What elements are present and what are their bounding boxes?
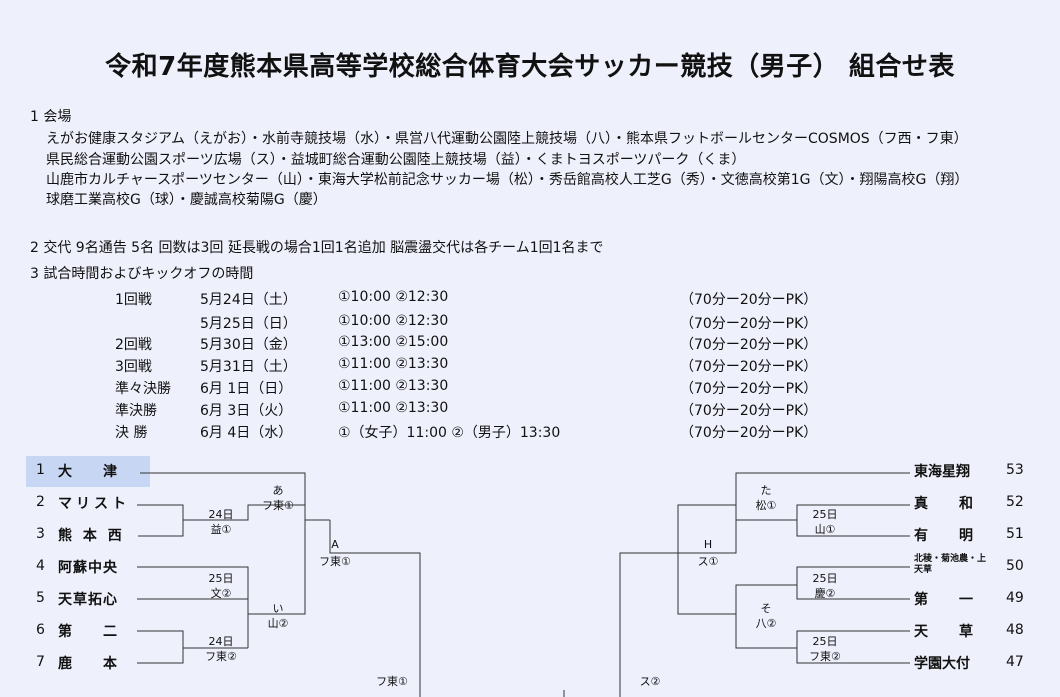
page-title: 令和7年度熊本県高等学校総合体育大会サッカー競技（男子） 組合せ表 bbox=[105, 52, 955, 82]
team-name: 天草拓心 bbox=[58, 592, 118, 608]
team-number: 53 bbox=[1006, 462, 1024, 478]
venue-line-4: 球磨工業高校G（球）・慶誠高校菊陽G（慶） bbox=[46, 192, 327, 208]
match-venue: フ東② bbox=[205, 650, 237, 663]
match-label: い bbox=[272, 602, 284, 615]
schedule-times: ①（女子）11:00 ②（男子）13:30 bbox=[338, 425, 561, 441]
schedule-date: 6月 4日（水） bbox=[200, 425, 293, 441]
venue-line-3: 山鹿市カルチャースポーツセンター（山）・東海大学松前記念サッカー場（松）・秀岳館… bbox=[46, 172, 969, 188]
match-venue: 八② bbox=[755, 617, 777, 630]
schedule-times: ①13:00 ②15:00 bbox=[338, 334, 449, 350]
match-venue: 益① bbox=[210, 523, 232, 536]
schedule-date: 5月25日（日） bbox=[200, 316, 297, 332]
team-number: 47 bbox=[1006, 654, 1024, 670]
match-date: 24日 bbox=[208, 635, 234, 648]
match-date: 25日 bbox=[812, 508, 838, 521]
schedule-format: （70分ー20分ーPK） bbox=[680, 403, 818, 419]
team-number: 6 bbox=[36, 622, 45, 638]
schedule-format: （70分ー20分ーPK） bbox=[680, 292, 818, 308]
schedule-date: 5月31日（土） bbox=[200, 359, 297, 375]
match-venue: 山② bbox=[267, 617, 289, 630]
schedule-format: （70分ー20分ーPK） bbox=[680, 337, 818, 353]
schedule-times: ①11:00 ②13:30 bbox=[338, 356, 449, 372]
team-name: 第 二 bbox=[58, 624, 118, 640]
team-number: 52 bbox=[1006, 494, 1024, 510]
match-date: 24日 bbox=[208, 508, 234, 521]
schedule-date: 6月 3日（火） bbox=[200, 403, 293, 419]
schedule-times: ①10:00 ②12:30 bbox=[338, 289, 449, 305]
match-venue: 文② bbox=[210, 587, 232, 600]
schedule-times: ①11:00 ②13:30 bbox=[338, 378, 449, 394]
schedule-round: 準々決勝 bbox=[115, 381, 171, 397]
schedule-format: （70分ー20分ーPK） bbox=[680, 425, 818, 441]
substitution-rule: 2 交代 9名通告 5名 回数は3回 延長戦の場合1回1名追加 脳震盪交代は各チ… bbox=[30, 240, 604, 256]
venue-heading: 1 会場 bbox=[30, 109, 72, 125]
team-number: 7 bbox=[36, 654, 45, 670]
match-venue: フ東① bbox=[262, 499, 294, 512]
team-name: 学園大付 bbox=[914, 656, 970, 672]
team-number: 2 bbox=[36, 494, 45, 510]
match-venue: ス② bbox=[639, 675, 661, 688]
team-number: 5 bbox=[36, 590, 45, 606]
team-name: 阿蘇中央 bbox=[58, 560, 118, 576]
schedule-format: （70分ー20分ーPK） bbox=[680, 381, 818, 397]
team-number: 49 bbox=[1006, 590, 1024, 606]
match-date: 25日 bbox=[812, 635, 838, 648]
team-name: 熊 本 西 bbox=[58, 528, 125, 544]
team-name: 有 明 bbox=[914, 528, 974, 544]
schedule-date: 5月30日（金） bbox=[200, 337, 297, 353]
match-venue: ス① bbox=[697, 555, 719, 568]
match-venue: フ東① bbox=[376, 675, 408, 688]
team-name: 天 草 bbox=[914, 624, 974, 640]
schedule-date: 5月24日（土） bbox=[200, 292, 297, 308]
schedule-format: （70分ー20分ーPK） bbox=[680, 359, 818, 375]
match-venue: 松① bbox=[755, 499, 777, 512]
match-venue: フ東② bbox=[809, 650, 841, 663]
match-date: 25日 bbox=[812, 572, 838, 585]
schedule-round: 3回戦 bbox=[115, 359, 152, 375]
schedule-round: 1回戦 bbox=[115, 292, 152, 308]
venue-line-1: えがお健康スタジアム（えがお）・水前寺競技場（水）・県営八代運動公園陸上競技場（… bbox=[46, 131, 968, 147]
team-number: 51 bbox=[1006, 526, 1024, 542]
team-name: 大 津 bbox=[58, 464, 118, 480]
team-number: 50 bbox=[1006, 558, 1024, 574]
schedule-times: ①11:00 ②13:30 bbox=[338, 400, 449, 416]
team-number: 4 bbox=[36, 558, 45, 574]
team-name: 北稜・菊池農・上天草 bbox=[914, 554, 987, 575]
team-number: 3 bbox=[36, 526, 45, 542]
match-venue: 山① bbox=[814, 523, 836, 536]
team-name: 鹿 本 bbox=[58, 656, 118, 672]
team-name: 真 和 bbox=[914, 496, 974, 512]
schedule-format: （70分ー20分ーPK） bbox=[680, 316, 818, 332]
team-name: 第 一 bbox=[914, 592, 974, 608]
team-number: 48 bbox=[1006, 622, 1024, 638]
team-name: マリスト bbox=[58, 496, 130, 512]
team-number: 1 bbox=[36, 462, 45, 478]
schedule-round: 決 勝 bbox=[115, 425, 148, 441]
schedule-times: ①10:00 ②12:30 bbox=[338, 313, 449, 329]
team-name: 東海星翔 bbox=[914, 464, 970, 480]
match-label: そ bbox=[760, 602, 772, 615]
venue-line-2: 県民総合運動公園スポーツ広場（ス）・益城町総合運動公園陸上競技場（益）・くまトヨ… bbox=[46, 152, 746, 168]
schedule-heading: 3 試合時間およびキックオフの時間 bbox=[30, 266, 254, 282]
match-label: A bbox=[331, 538, 339, 551]
match-label: H bbox=[703, 538, 713, 551]
highlight-team-1 bbox=[26, 456, 150, 487]
match-label: あ bbox=[272, 484, 284, 497]
schedule-round: 2回戦 bbox=[115, 337, 152, 353]
match-venue: フ東① bbox=[319, 555, 351, 568]
match-venue: 慶② bbox=[814, 587, 836, 600]
match-date: 25日 bbox=[208, 572, 234, 585]
schedule-date: 6月 1日（日） bbox=[200, 381, 293, 397]
schedule-round: 準決勝 bbox=[115, 403, 157, 419]
match-label: た bbox=[760, 484, 772, 497]
